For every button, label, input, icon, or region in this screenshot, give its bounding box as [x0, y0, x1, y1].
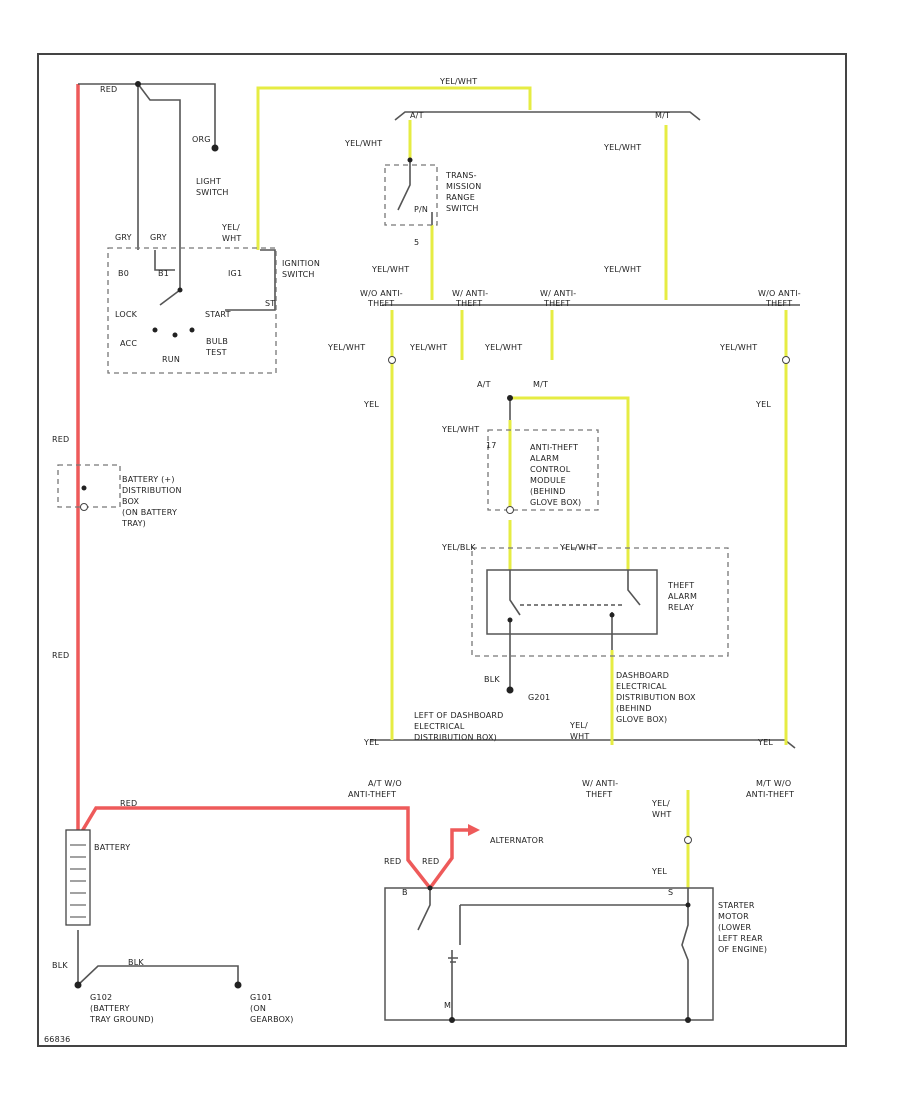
label-red-top: RED [100, 85, 117, 94]
label-yel-ign: YEL/ [221, 223, 240, 232]
connection-dots [74, 81, 691, 1023]
label-red-alt2: RED [422, 857, 439, 866]
label-blk-ground: BLK [128, 958, 144, 967]
label-w-anti-bottom: W/ ANTI-THEFT [582, 779, 618, 799]
label-gry2: GRY [150, 233, 167, 242]
diagram-frame [37, 53, 847, 1047]
anti-theft-module-box [487, 429, 599, 511]
label-s-term: S [668, 888, 673, 897]
label-yel-wht-mt: YEL/WHT [603, 143, 641, 152]
transmission-range-switch-box [384, 164, 438, 226]
label-at-top: A/T [410, 111, 424, 120]
label-blk-bat: BLK [52, 961, 68, 970]
black-wiring [77, 83, 796, 1020]
label-b0: B0 [118, 269, 129, 278]
label-alternator: ALTERNATOR [490, 836, 544, 845]
label-red-alt1: RED [384, 857, 401, 866]
at-mt-splice-bar [394, 111, 701, 121]
red-battery-feed-wire [76, 84, 468, 891]
label-yel-wht-relay: YEL/WHT [559, 543, 597, 552]
label-b-term: B [402, 888, 408, 897]
label-yel-wht-a: YEL/WHT [327, 343, 365, 352]
label-yel-blk: YEL/BLK [441, 543, 476, 552]
label-num-5: 5 [414, 238, 419, 247]
label-yel-wht-bottom: YEL/WHT [569, 721, 589, 741]
label-fig-code: 66836 [44, 1035, 70, 1044]
label-yel-wht-module: YEL/WHT [441, 425, 479, 434]
label-wht-ign: WHT [222, 234, 241, 243]
label-blk-relay: BLK [484, 675, 500, 684]
label-yel-wht-mid-left: YEL/WHT [371, 265, 409, 274]
label-red-bat: RED [120, 799, 137, 808]
starter-motor-box [384, 887, 714, 1021]
label-run: RUN [162, 355, 180, 364]
label-red-mid2: RED [52, 651, 69, 660]
label-lock: LOCK [115, 310, 138, 319]
label-at-mid: A/T [477, 380, 491, 389]
label-ig1: IG1 [228, 269, 242, 278]
label-yel-wht-starter: YEL/WHT [651, 799, 671, 819]
label-acc: ACC [120, 339, 137, 348]
label-yel-wht-c: YEL/WHT [484, 343, 522, 352]
label-w-o-anti-theft-r: W/O ANTI-THEFT [758, 289, 801, 308]
label-yel-wht-b: YEL/WHT [409, 343, 447, 352]
label-yel-starter: YEL [651, 867, 667, 876]
label-org: ORG [192, 135, 211, 144]
label-w-anti-theft-2: W/ ANTI-THEFT [540, 289, 576, 308]
label-b1: B1 [158, 269, 169, 278]
label-w-o-anti-theft-l: W/O ANTI-THEFT [360, 289, 403, 308]
dashboard-dist-box [471, 547, 729, 657]
label-yel-wht-mid-right: YEL/WHT [603, 265, 641, 274]
battery-dist-box [57, 464, 121, 508]
alternator-arrow [468, 824, 480, 836]
label-yel-wht-d: YEL/WHT [719, 343, 757, 352]
label-battery: BATTERY [94, 843, 130, 852]
label-st: ST [265, 299, 275, 308]
yellow-wiring [256, 86, 788, 888]
ignition-switch-box [107, 247, 277, 374]
label-m-term: M [444, 1001, 451, 1010]
label-gry1: GRY [115, 233, 132, 242]
label-yel-l: YEL [363, 400, 379, 409]
label-module-num: 17 [486, 441, 497, 450]
label-yel-wht-trans: YEL/WHT [344, 139, 382, 148]
label-g201: G201 [528, 693, 550, 702]
label-yel-bottom-r: YEL [757, 738, 773, 747]
label-w-anti-theft-1: W/ ANTI-THEFT [452, 289, 488, 308]
connectors [80, 356, 790, 844]
label-yel-wht-top: YEL/WHT [439, 77, 477, 86]
label-mt-mid: M/T [533, 380, 548, 389]
label-start: START [205, 310, 231, 319]
label-p-n: P/N [414, 205, 428, 214]
label-yel-bottom-l: YEL [363, 738, 379, 747]
label-red-mid1: RED [52, 435, 69, 444]
label-mt-top: M/T [655, 111, 670, 120]
battery-symbol [65, 829, 91, 926]
theft-alarm-relay-box [486, 569, 658, 635]
label-yel-r: YEL [755, 400, 771, 409]
